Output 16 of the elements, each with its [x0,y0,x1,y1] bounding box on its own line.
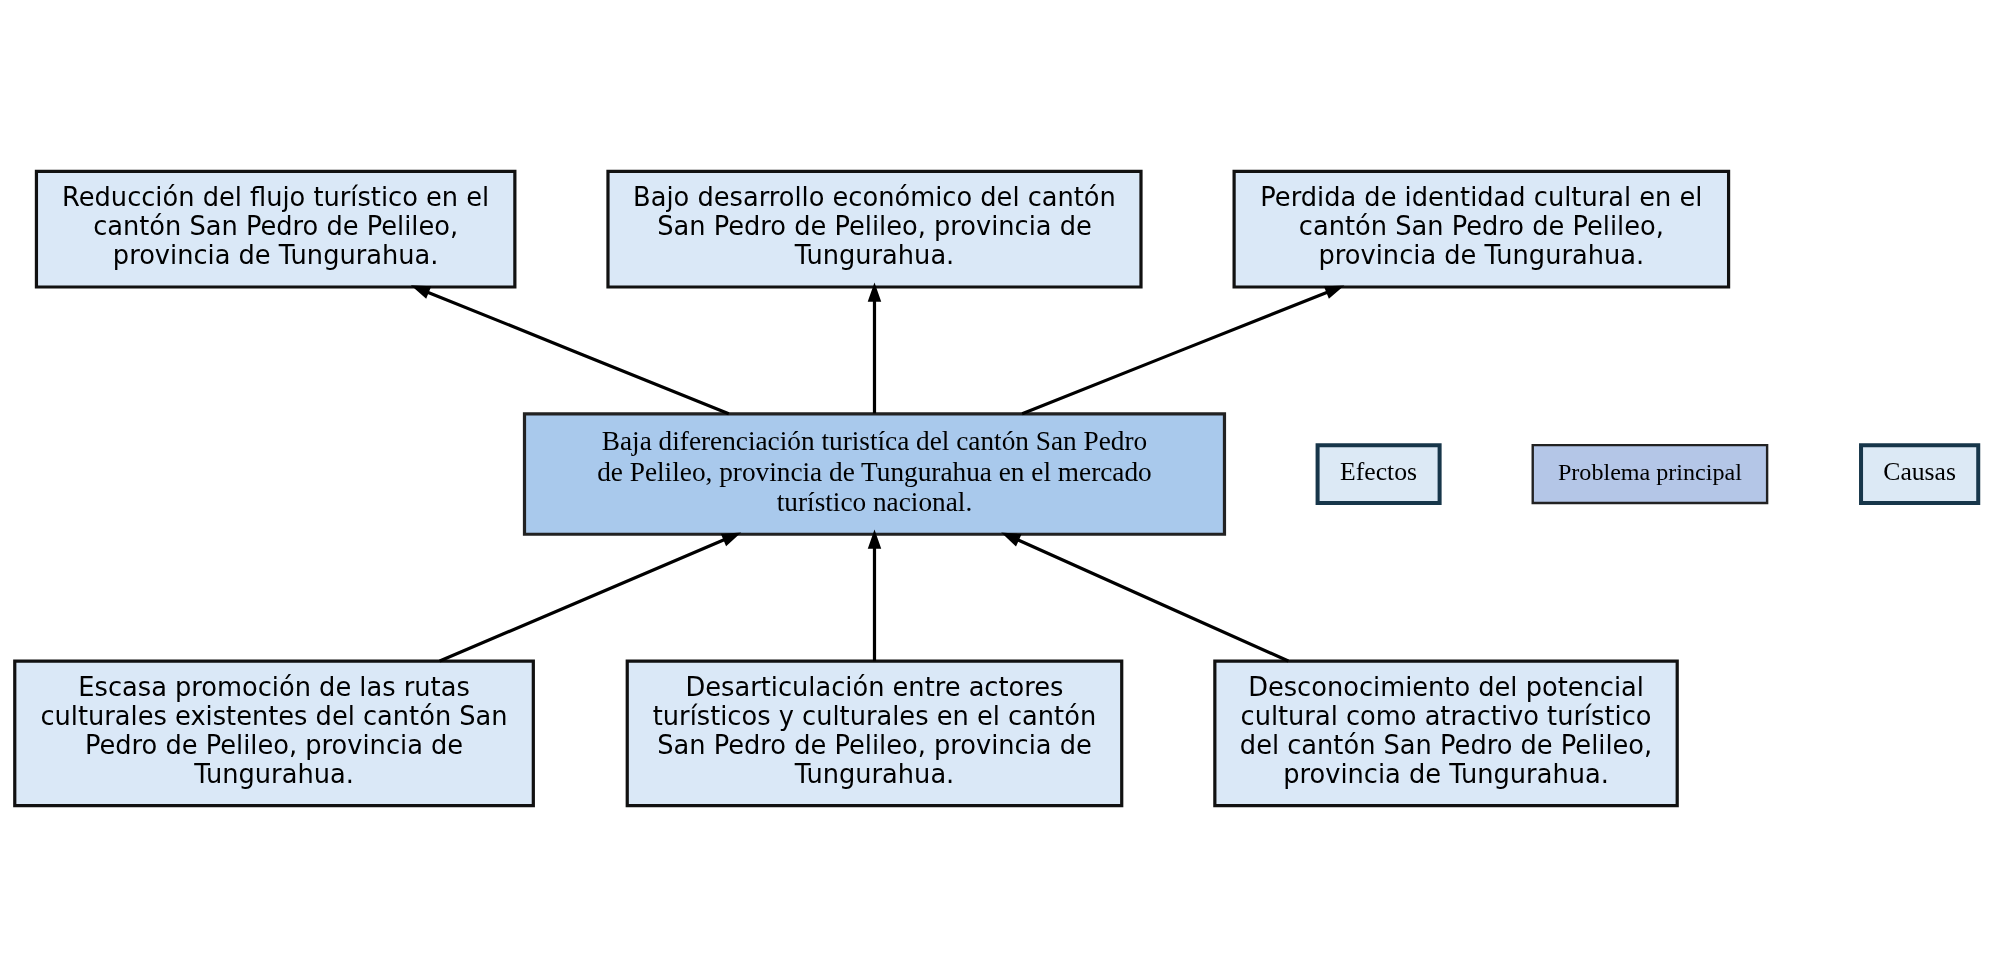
node-box: Causas [1859,442,1981,505]
node-box: Bajo desarrollo económico del cantón San Pedro de Pelileo, provincia de Tungurahua. [606,169,1143,289]
node-box: Desarticulación entre actores turísticos y culturales en el cantón San Pedro de Pelileo, provincia de Tungurahua. [625,659,1124,807]
arrow [867,281,882,413]
node-box: Desconocimiento del potencial cultural como atractivo turístico del cantón San Pedro de Pelileo, provincia de Tungurahua. [1213,659,1679,807]
node-box: Problema principal [1531,443,1769,504]
arrow [439,532,742,663]
node-box: Baja diferenciación turistíca del cantón San Pedro de Pelileo, provincia de Tungurahua en el mercado turístico nacional. [522,411,1227,536]
arrow [1021,284,1345,415]
arrow [1001,531,1289,663]
arrow [867,529,882,661]
node-box: Escasa promoción de las rutas culturales existentes del cantón San Pedro de Pelileo, provincia de Tungurahua. [13,659,535,807]
node-box: Efectos [1315,442,1442,505]
node-box: Reducción del flujo turístico en el cantón San Pedro de Pelileo, provincia de Tungurahua. [34,169,517,289]
node-box: Perdida de identidad cultural en el cantón San Pedro de Pelileo, provincia de Tungurahua. [1232,169,1731,289]
arrow [410,284,730,415]
